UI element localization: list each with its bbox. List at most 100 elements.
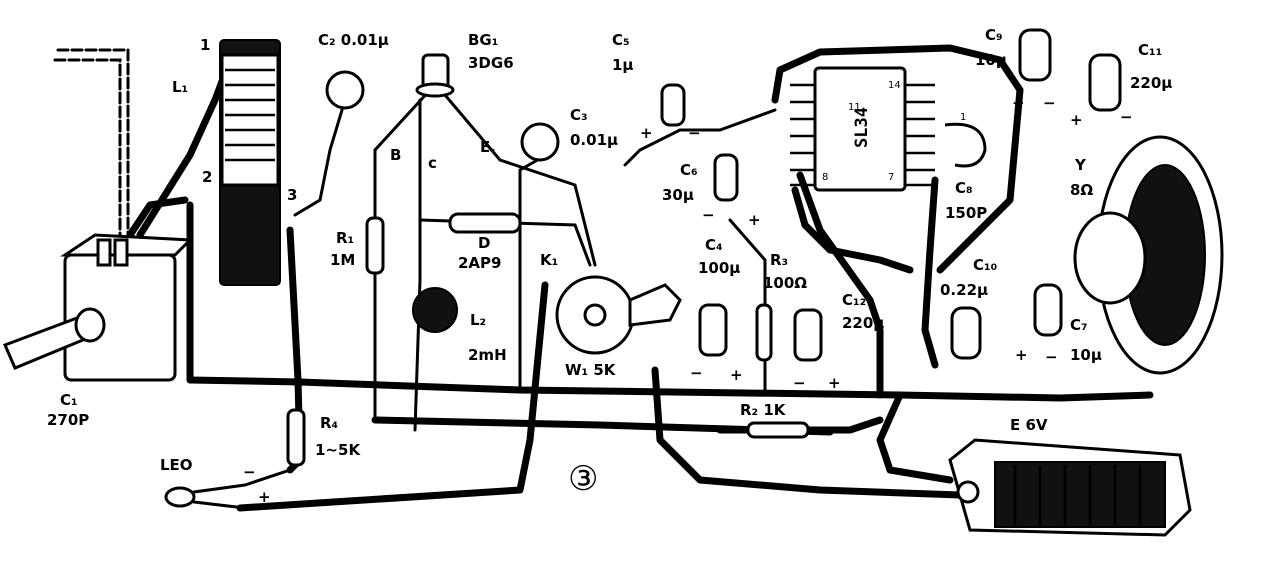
c12-value: 220μ [842,314,884,332]
c5-lead [623,108,777,167]
diode-d [448,212,522,234]
r1-value: 1M [330,251,355,269]
l2-lead [413,98,422,432]
led-minus: − [243,463,256,481]
c9-value: 10μ [975,51,1007,69]
inductor-l2 [412,287,458,333]
battery-neg-wire [651,366,964,499]
c4-minus: − [690,364,703,382]
ic-pin14: 14 [888,80,901,91]
c2-lead [293,98,347,217]
capacitor-c6 [713,153,739,202]
r2-label: R₂ 1K [740,401,787,419]
capacitor-c8 [944,122,987,168]
speaker-label: Y [1074,156,1087,174]
r1-label: R₁ [336,229,354,247]
pin-c-label: c [428,154,437,172]
base-lead [373,88,432,152]
ic-pin11: 11 [848,102,861,113]
c4-label: C₄ [705,236,723,254]
c11-plus: + [1070,111,1083,129]
l2-label: L₂ [470,311,486,329]
led-plus: + [258,488,271,506]
capacitor-c5 [660,83,686,127]
d-type: 2AP9 [458,254,501,272]
d-label: D [478,234,490,252]
capacitor-c3 [520,122,560,162]
c9-minus: − [1043,94,1056,112]
c10-label: C₁₀ [973,256,997,274]
c12-label: C₁₂ [842,291,866,309]
c7-value: 10μ [1070,346,1102,364]
ic-right-wire [921,176,939,369]
c2-label: C₂ 0.01μ [318,31,389,49]
led-label: LEO [160,456,193,474]
capacitor-c9 [1018,28,1052,82]
bg1-label: BG₁ [468,31,498,49]
capacitor-c10 [950,306,982,360]
top-right-wire [771,44,1024,274]
c6-value: 30μ [662,186,694,204]
l2-value: 2mH [468,346,507,364]
c3-label: C₃ [570,106,588,124]
c4-value: 100μ [698,259,740,277]
c1-value: 270P [47,411,89,429]
led [164,468,292,510]
w1-label: W₁ 5K [565,361,617,379]
speaker-value: 8Ω [1070,181,1093,199]
c5-plus: + [640,124,653,142]
l1-left-wire [126,196,189,239]
c6-label: C₆ [680,161,698,179]
speaker-y [1073,135,1224,375]
k1-label: K₁ [540,251,558,269]
c5-label: C₅ [612,31,630,49]
c7-minus: − [1045,348,1058,366]
potentiometer-w1[interactable] [555,275,682,355]
ic-down-wire [796,171,884,399]
capacitor-c2 [325,70,365,110]
capacitor-c12 [793,308,823,362]
capacitor-c11 [1088,53,1122,112]
capacitor-c4 [698,303,728,357]
resistor-r2 [746,421,810,439]
r3-value: 100Ω [763,274,807,292]
c11-value: 220μ [1130,74,1172,92]
ic-label: SL34 [852,107,872,148]
battery-wire [876,391,954,484]
c7-label: C₇ [1070,316,1088,334]
c3-value: 0.01μ [570,131,618,149]
r4-value: 1~5K [315,441,361,459]
c6-plus: + [748,211,761,229]
pin-b-label: B [390,146,401,164]
battery-label: E 6V [1010,416,1048,434]
c5-value: 1μ [612,56,633,74]
resistor-r1 [365,216,385,275]
l1-pin1: 1 [200,36,210,54]
figure-number: ③ [568,459,598,499]
c7-plus: + [1015,346,1028,364]
c11-label: C₁₁ [1138,41,1162,59]
c10-value: 0.22μ [940,281,988,299]
c8-label: C₈ [955,179,973,197]
battery-e [948,438,1192,537]
c12-plus: + [828,374,841,392]
pin-e-label: E. [480,138,496,156]
c12-minus: − [793,374,806,392]
c8-value: 150P [945,204,987,222]
capacitor-c7 [1033,283,1063,337]
bg1-type: 3DG6 [468,54,514,72]
ic-pin1: 1 [960,112,966,123]
resistor-r3 [755,303,773,362]
r3-label: R₃ [770,251,788,269]
c9-label: C₉ [985,26,1003,44]
ic-sl34 [790,66,935,192]
resistor-r4 [286,408,306,467]
c1-label: C₁ [60,391,78,409]
emitter-lead [443,93,597,267]
r4-label: R₄ [320,414,338,432]
l1-pin3: 3 [287,186,297,204]
capacitor-c1-variable [2,48,194,382]
c4-plus: + [730,366,743,384]
